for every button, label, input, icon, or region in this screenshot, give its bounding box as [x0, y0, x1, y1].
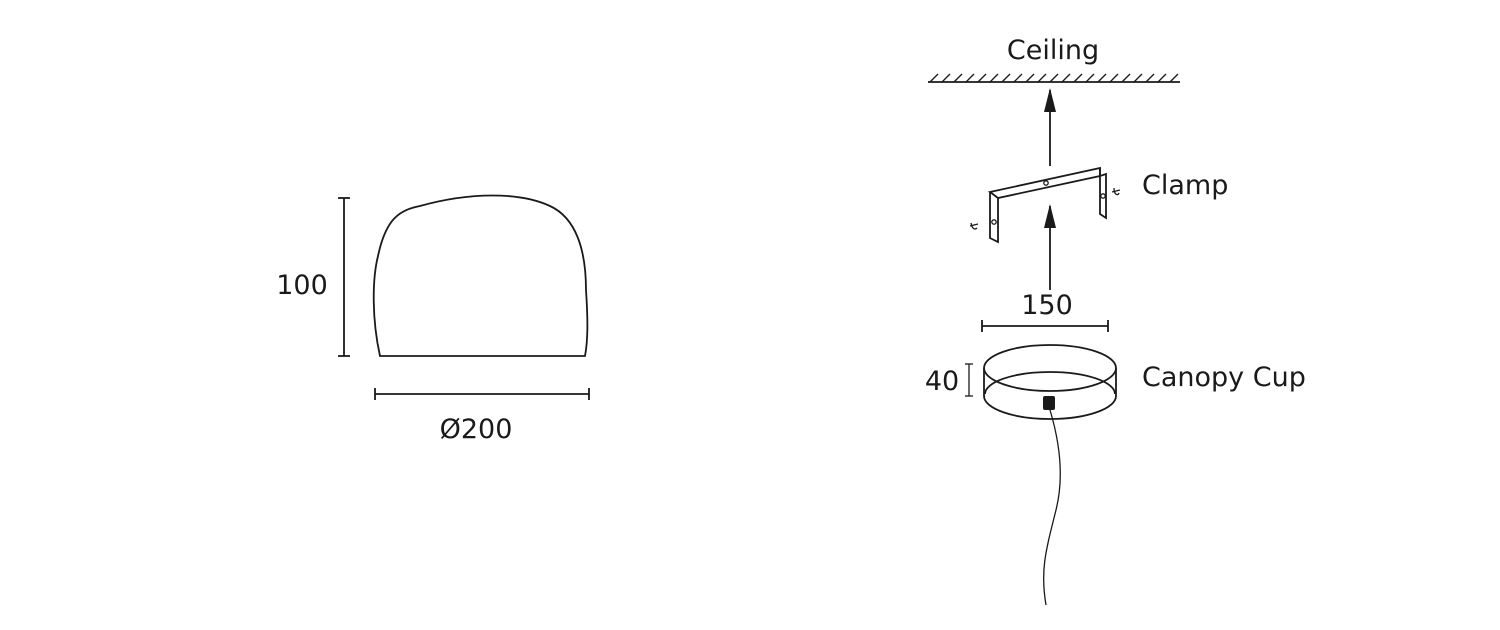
- hatch-mark: [1025, 73, 1035, 83]
- canopy-label: Canopy Cup: [1142, 362, 1306, 393]
- ceiling-hatch: [928, 73, 1180, 83]
- hatch-mark: [929, 73, 939, 83]
- hatch-mark: [953, 73, 963, 83]
- clamp-icon: [969, 166, 1121, 244]
- height-dimension: [338, 197, 350, 357]
- diameter-dimension: [374, 388, 590, 400]
- canopy-height-dimension: [965, 363, 973, 397]
- hatch-mark: [1097, 73, 1107, 83]
- hatch-mark: [1169, 73, 1179, 83]
- assembly-view: Ceiling Clamp 150: [925, 35, 1306, 606]
- hatch-mark: [941, 73, 951, 83]
- hatch-mark: [1013, 73, 1023, 83]
- clamp-label: Clamp: [1142, 170, 1228, 201]
- hatch-mark: [989, 73, 999, 83]
- canopy-cup-icon: [983, 344, 1117, 606]
- hatch-mark: [1133, 73, 1143, 83]
- hatch-mark: [1145, 73, 1155, 83]
- ceiling-label: Ceiling: [1007, 35, 1099, 66]
- hatch-mark: [1121, 73, 1131, 83]
- lamp-shade-outline: [372, 194, 589, 357]
- hatch-mark: [1049, 73, 1059, 83]
- hatch-mark: [1037, 73, 1047, 83]
- hatch-mark: [1061, 73, 1071, 83]
- shade-view: 100 Ø200: [276, 194, 590, 445]
- canopy-height-label: 40: [925, 366, 959, 397]
- hatch-mark: [1085, 73, 1095, 83]
- clamp-width-dimension: [981, 320, 1109, 332]
- diameter-label: Ø200: [440, 414, 513, 445]
- clamp-width-label: 150: [1021, 290, 1073, 321]
- hatch-mark: [1073, 73, 1083, 83]
- height-label: 100: [276, 270, 328, 301]
- hatch-mark: [965, 73, 975, 83]
- hatch-mark: [977, 73, 987, 83]
- hatch-mark: [1109, 73, 1119, 83]
- hatch-mark: [1001, 73, 1011, 83]
- hatch-mark: [1157, 73, 1167, 83]
